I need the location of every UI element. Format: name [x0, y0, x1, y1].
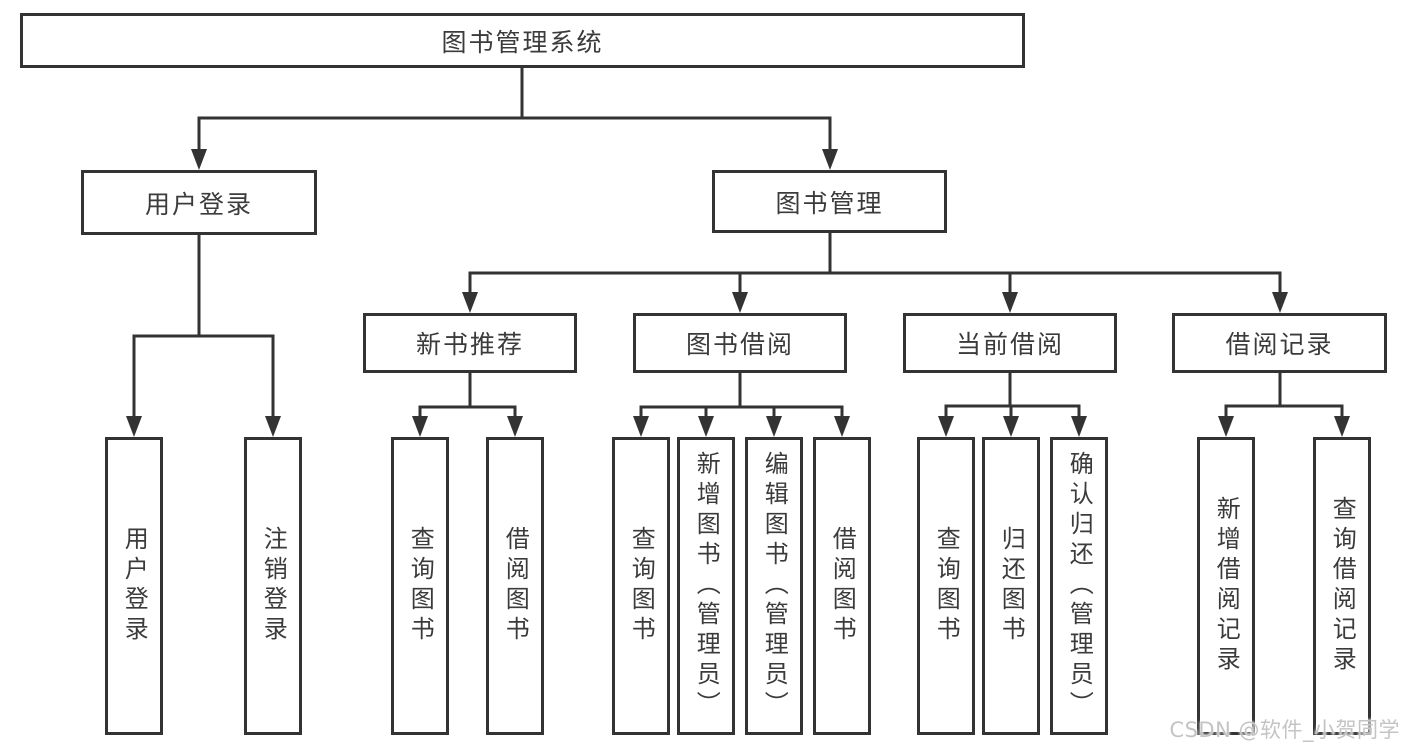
arrowhead-icon: [633, 416, 649, 437]
node-label-current-borrow: 当前借阅: [955, 330, 1064, 359]
node-label-book-borrow: 图书借阅: [685, 330, 794, 359]
node-label-leaf-query-record: 查询借阅记录: [1328, 496, 1357, 676]
node-label-user-login: 用户登录: [144, 189, 253, 219]
csdn-watermark: CSDN @软件_小贺同学: [1169, 718, 1400, 742]
node-label-new-book-rec: 新书推荐: [415, 330, 524, 359]
arrowhead-icon: [1218, 416, 1234, 437]
node-leaf-add-book: 新增图书（管理员）: [677, 437, 735, 735]
node-label-leaf-logout: 注销登录: [259, 526, 288, 646]
node-label-leaf-return-book: 归还图书: [997, 526, 1026, 646]
arrowhead-icon: [766, 416, 782, 437]
arrowhead-icon: [1272, 292, 1288, 313]
node-label-leaf-user-login: 用户登录: [120, 526, 149, 646]
node-label-leaf-edit-book: 编辑图书（管理员）: [760, 451, 789, 721]
node-leaf-add-record: 新增借阅记录: [1197, 437, 1255, 735]
arrowhead-icon: [462, 292, 478, 313]
arrowhead-icon: [191, 149, 207, 170]
node-leaf-query-record: 查询借阅记录: [1313, 437, 1371, 735]
arrowhead-icon: [412, 416, 428, 437]
node-label-leaf-borrow-book-1: 借阅图书: [501, 526, 530, 646]
node-label-leaf-query-book-1: 查询图书: [406, 526, 435, 646]
arrowhead-icon: [126, 416, 142, 437]
arrowhead-icon: [938, 416, 954, 437]
arrowhead-icon: [732, 292, 748, 313]
arrowhead-icon: [1071, 416, 1087, 437]
node-book-borrow: 图书借阅: [633, 313, 847, 373]
node-root: 图书管理系统: [20, 13, 1025, 68]
node-leaf-query-book-3: 查询图书: [917, 437, 975, 735]
node-borrow-record: 借阅记录: [1172, 313, 1387, 373]
node-leaf-query-book-2: 查询图书: [612, 437, 670, 735]
node-label-root: 图书管理系统: [441, 27, 604, 57]
node-leaf-query-book-1: 查询图书: [391, 437, 449, 735]
arrowhead-icon: [698, 416, 714, 437]
node-label-book-management: 图书管理: [775, 188, 884, 218]
arrowhead-icon: [1002, 292, 1018, 313]
node-current-borrow: 当前借阅: [903, 313, 1117, 373]
node-new-book-rec: 新书推荐: [363, 313, 577, 373]
node-label-leaf-add-book: 新增图书（管理员）: [692, 451, 721, 721]
node-leaf-logout: 注销登录: [244, 437, 302, 735]
node-label-leaf-confirm-return: 确认归还（管理员）: [1065, 451, 1094, 721]
node-label-leaf-borrow-book-2: 借阅图书: [828, 526, 857, 646]
node-leaf-user-login: 用户登录: [105, 437, 163, 735]
arrowhead-icon: [1003, 416, 1019, 437]
arrowhead-icon: [507, 416, 523, 437]
node-leaf-return-book: 归还图书: [982, 437, 1040, 735]
node-leaf-edit-book: 编辑图书（管理员）: [745, 437, 803, 735]
arrowhead-icon: [834, 416, 850, 437]
node-label-borrow-record: 借阅记录: [1225, 330, 1334, 359]
node-leaf-borrow-book-2: 借阅图书: [813, 437, 871, 735]
arrowhead-icon: [822, 149, 838, 170]
node-label-leaf-query-book-3: 查询图书: [932, 526, 961, 646]
arrowhead-icon: [265, 416, 281, 437]
node-book-management: 图书管理: [712, 170, 947, 233]
arrowhead-icon: [1334, 416, 1350, 437]
node-leaf-borrow-book-1: 借阅图书: [486, 437, 544, 735]
node-label-leaf-add-record: 新增借阅记录: [1212, 496, 1241, 676]
node-leaf-confirm-return: 确认归还（管理员）: [1050, 437, 1108, 735]
node-user-login: 用户登录: [81, 170, 317, 235]
node-label-leaf-query-book-2: 查询图书: [627, 526, 656, 646]
